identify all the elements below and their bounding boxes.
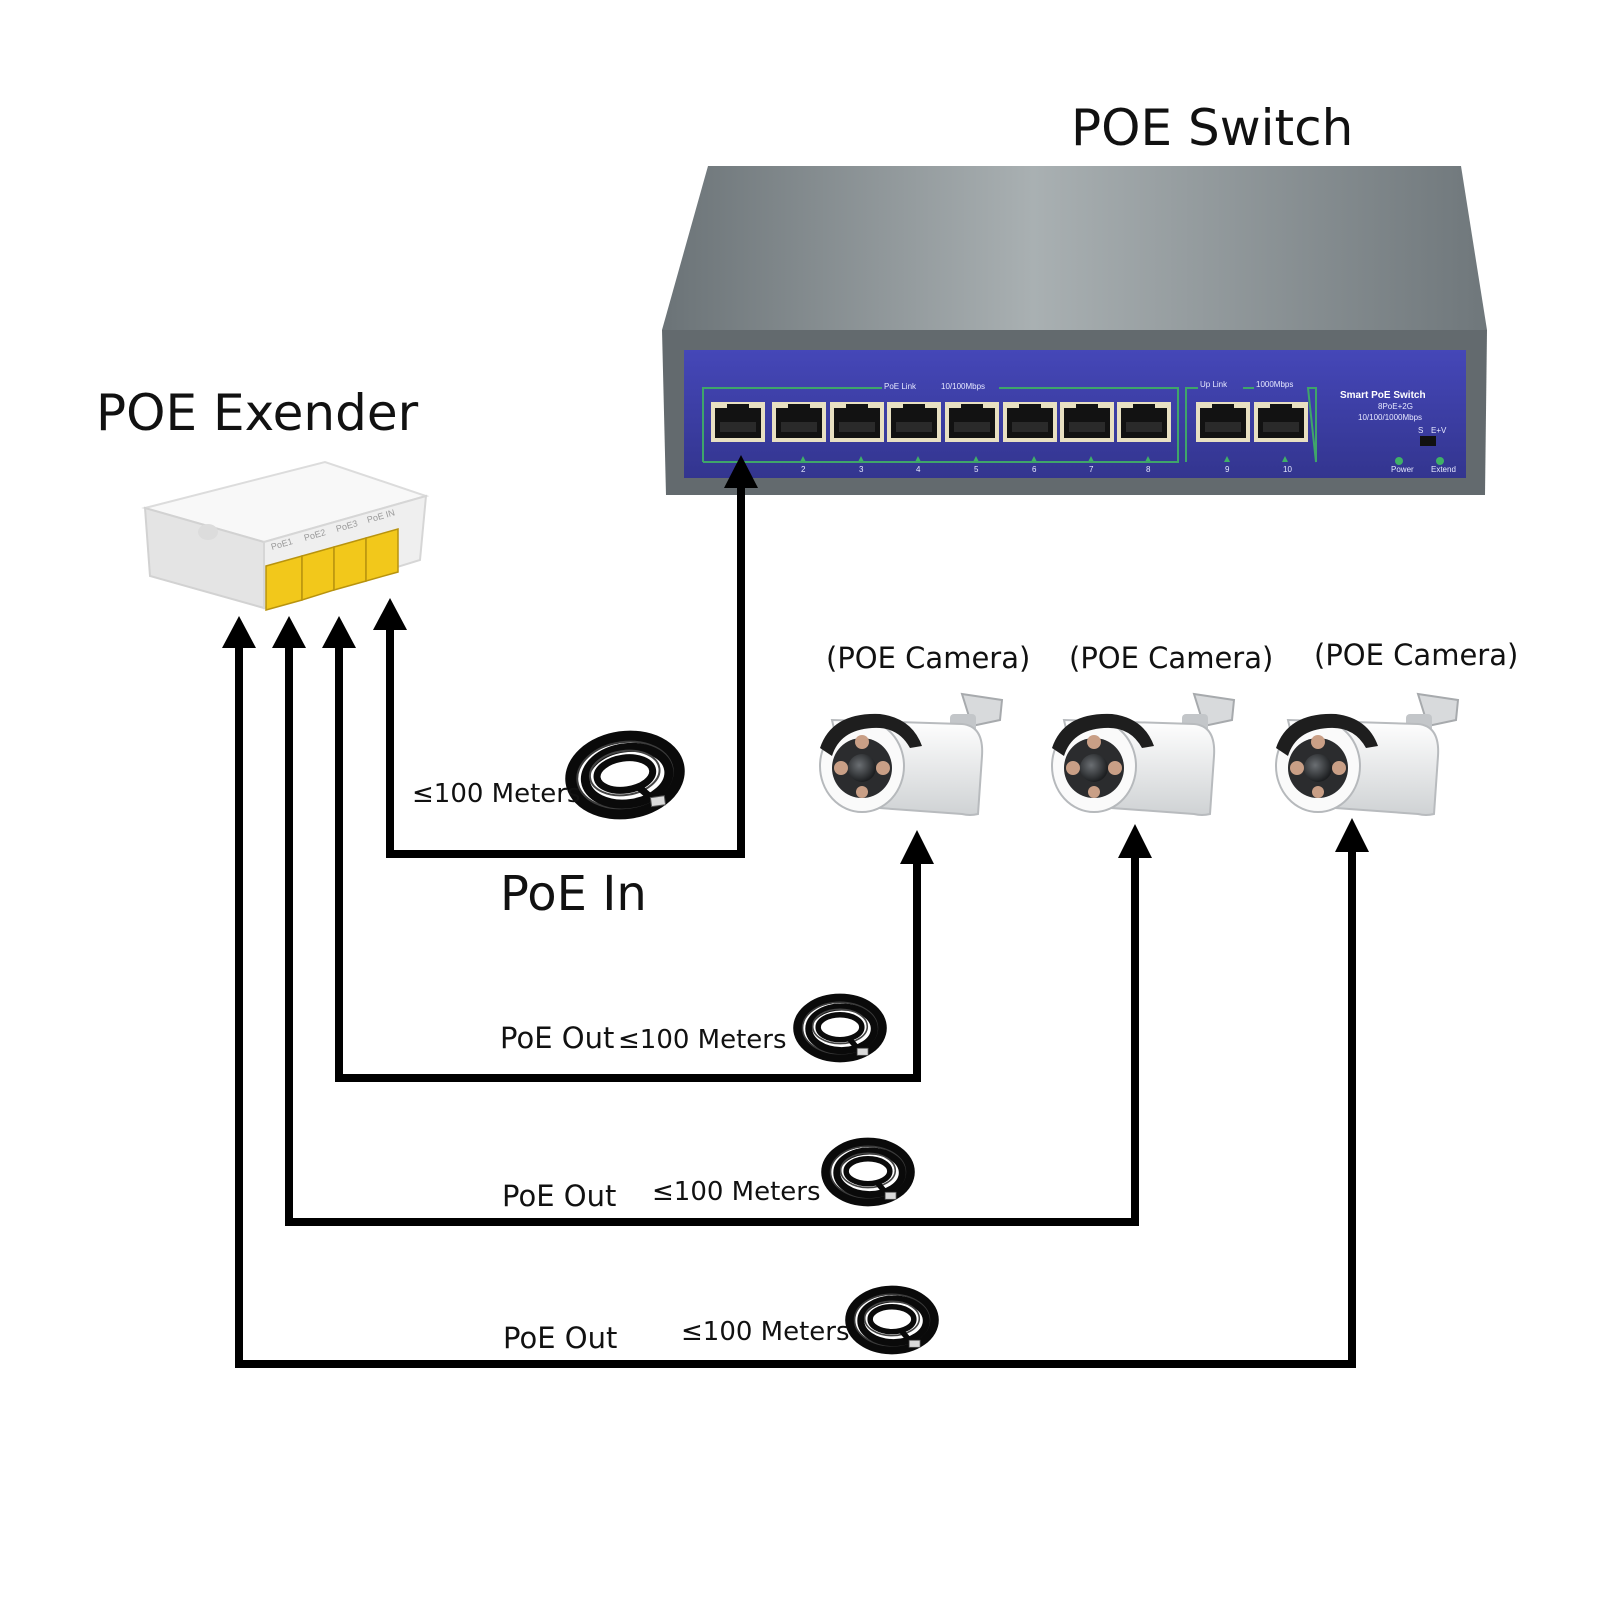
camera-label: (POE Camera) [1069, 641, 1273, 675]
poe-out-label: PoE Out [503, 1321, 617, 1355]
extender-title: POE Exender [96, 384, 419, 442]
rj45-port [1117, 402, 1171, 442]
switch-brand-label: Smart PoE Switch [1340, 390, 1426, 401]
switch-uplink-speed-label: 1000Mbps [1256, 380, 1293, 389]
poe-out-wire-2 [272, 616, 1152, 1226]
port-led [1031, 456, 1037, 462]
port-number: 2 [801, 465, 806, 474]
switch-model-label: 8PoE+2G [1378, 402, 1413, 411]
poe-camera [819, 693, 1003, 816]
port-led [1145, 456, 1151, 462]
switch-spec-label: 10/100/1000Mbps [1358, 413, 1422, 422]
port-number: 4 [916, 465, 921, 474]
port-led [858, 456, 864, 462]
poe-out-label: PoE Out [502, 1179, 616, 1213]
switch-extend-label: Extend [1431, 465, 1456, 474]
distance-label: ≤100 Meters [618, 1025, 787, 1055]
port-led [973, 456, 979, 462]
extender-port [333, 537, 367, 591]
poe-camera [1051, 693, 1235, 816]
cable-coil-icon [826, 1142, 910, 1201]
poe-out-wire-3 [222, 616, 1369, 1368]
cable-coil-icon [798, 998, 882, 1057]
power-led [1395, 457, 1403, 465]
port-number: 6 [1032, 465, 1037, 474]
extender-port [301, 546, 335, 602]
port-led [1224, 456, 1230, 462]
port-led [800, 456, 806, 462]
port-led [1088, 456, 1094, 462]
port-number: 7 [1089, 465, 1094, 474]
poe-out-wire-1 [322, 616, 934, 1082]
port-number: 9 [1225, 465, 1230, 474]
rj45-port [1003, 402, 1057, 442]
cable-coil-icon [850, 1290, 934, 1349]
mode-switch-toggle [1420, 436, 1436, 446]
port-led [915, 456, 921, 462]
port-number: 3 [859, 465, 864, 474]
port-number: 8 [1146, 465, 1151, 474]
switch-poe-link-label: PoE Link [884, 382, 917, 391]
distance-label: ≤100 Meters [681, 1317, 850, 1347]
poe-in-label: PoE In [500, 866, 647, 922]
switch-power-label: Power [1391, 465, 1414, 474]
rj45-port [945, 402, 999, 442]
rj45-port [1254, 402, 1308, 442]
poe-out-label: PoE Out [500, 1021, 614, 1055]
camera-label: (POE Camera) [826, 641, 1030, 675]
port-led [1282, 456, 1288, 462]
switch-port-row: 2 3 4 5 6 7 8 9 10 [711, 402, 1308, 474]
rj45-port [830, 402, 884, 442]
rj45-port [711, 402, 765, 442]
extend-led [1436, 457, 1444, 465]
port-number: 10 [1283, 465, 1292, 474]
rj45-port [1060, 402, 1114, 442]
distance-label: ≤100 Meters [652, 1177, 821, 1207]
rj45-port [772, 402, 826, 442]
distance-label: ≤100 Meters [412, 779, 581, 809]
poe-in-wire [373, 455, 758, 858]
extender-port [265, 555, 303, 611]
switch-speed-label: 10/100Mbps [941, 382, 985, 391]
rj45-port [1196, 402, 1250, 442]
poe-camera [1275, 693, 1459, 816]
cable-coil-icon [566, 730, 684, 820]
switch-mode-s-label: S [1418, 426, 1423, 435]
camera-label: (POE Camera) [1314, 638, 1518, 672]
poe-switch: 2 3 4 5 6 7 8 9 10 PoE Link 10/100Mbps Up Link 1… [662, 166, 1487, 495]
switch-uplink-label: Up Link [1200, 380, 1228, 389]
port-number: 5 [974, 465, 979, 474]
switch-title: POE Switch [1071, 99, 1353, 157]
switch-mode-ev-label: E+V [1431, 426, 1447, 435]
extender-port [365, 528, 399, 582]
rj45-port [887, 402, 941, 442]
